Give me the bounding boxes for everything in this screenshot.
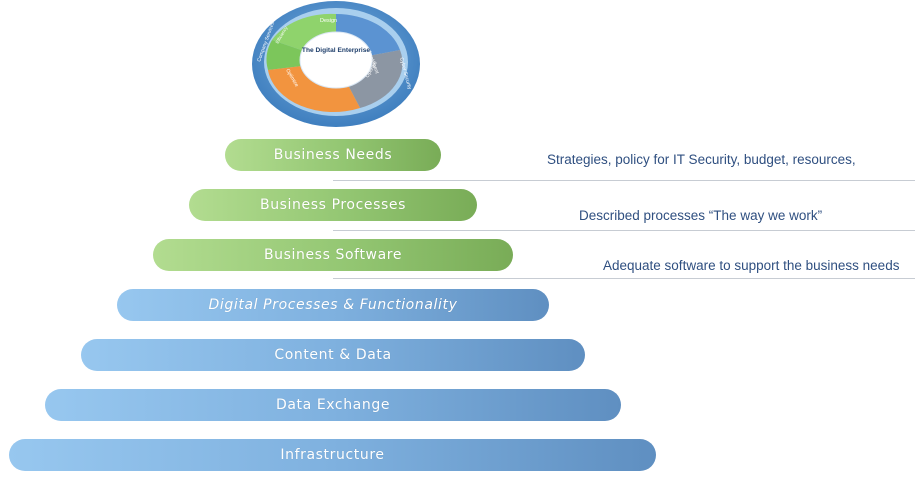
layer-data-exchange: Data Exchange [45,389,621,421]
digital-enterprise-wheel: Design Implement Operate Optimize Compan… [250,0,422,128]
description-business-software: Adequate software to support the busines… [603,258,900,273]
layer-label: Infrastructure [280,447,385,463]
layer-infrastructure: Infrastructure [9,439,656,471]
wheel-center-title: The Digital Enterprise [301,47,371,54]
divider-line [333,230,915,231]
layer-label: Data Exchange [275,397,391,413]
layer-business-processes: Business Processes [189,189,477,221]
divider-line [333,278,915,279]
wheel-label-design: Design [320,18,337,24]
layer-label: Digital Processes & Functionality [208,297,458,313]
layer-label: Business Software [263,247,403,263]
description-business-processes: Described processes “The way we work” [579,208,823,223]
layer-business-software: Business Software [153,239,513,271]
layer-content-data: Content & Data [81,339,585,371]
layer-label: Business Needs [273,147,393,163]
layer-label: Content & Data [274,347,392,363]
wheel-graphic: Design Implement Operate Optimize Compan… [252,1,420,127]
layer-label: Business Processes [259,197,406,213]
description-business-needs: Strategies, policy for IT Security, budg… [547,152,856,167]
wheel-center-disk [299,31,373,89]
layer-business-needs: Business Needs [225,139,441,171]
divider-line [333,180,915,181]
layer-digital-processes: Digital Processes & Functionality [117,289,549,321]
